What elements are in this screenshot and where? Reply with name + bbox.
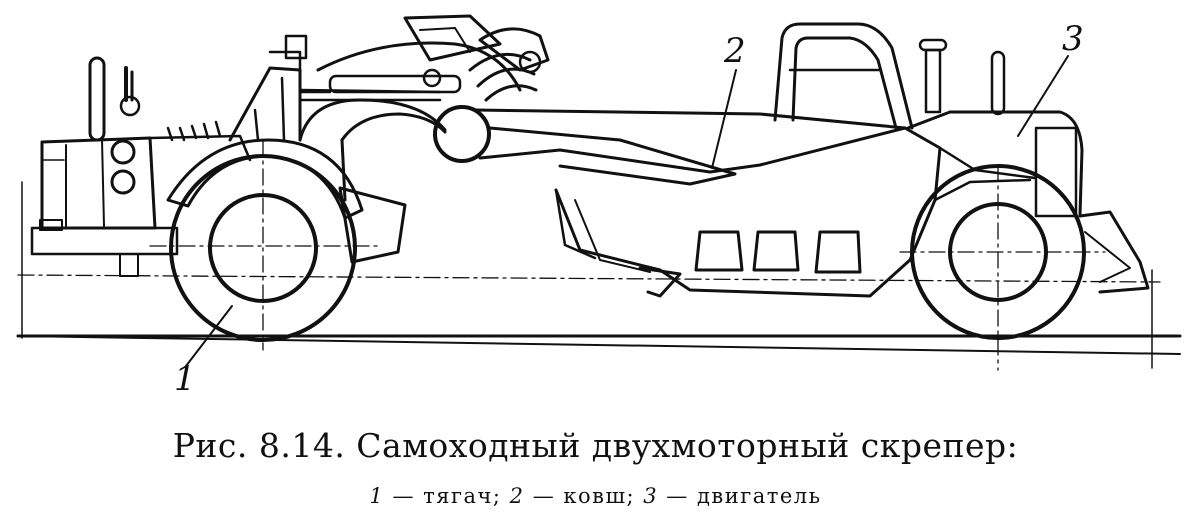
legend-num-1: 1 bbox=[369, 484, 385, 508]
legend-text-1: — тягач; bbox=[384, 484, 510, 508]
callout-1-label: 1 bbox=[174, 359, 196, 399]
caption-legend: 1 — тягач; 2 — ковш; 3 — двигатель bbox=[0, 484, 1191, 508]
rear-wheel bbox=[910, 164, 1086, 340]
tractor-wheel bbox=[169, 154, 357, 342]
legend-num-2: 2 bbox=[509, 484, 525, 508]
bowl bbox=[473, 108, 942, 298]
centerlines bbox=[17, 139, 1161, 371]
legend-text-2: — ковш; bbox=[524, 484, 644, 508]
hydraulic-linkage bbox=[298, 14, 550, 202]
callout-3: 3 bbox=[1017, 19, 1084, 137]
rear-engine bbox=[773, 22, 1150, 340]
callout-1: 1 bbox=[174, 305, 233, 399]
legend-text-3: — двигатель bbox=[658, 484, 822, 508]
tractor bbox=[30, 34, 407, 342]
legend-num-3: 3 bbox=[643, 484, 659, 508]
scraper-drawing: 1 2 3 bbox=[16, 14, 1182, 399]
callout-2: 2 bbox=[711, 31, 746, 169]
callout-2-label: 2 bbox=[723, 31, 746, 71]
dimension-ticks bbox=[21, 181, 1153, 369]
caption-title: Рис. 8.14. Самоходный двухмоторный скреп… bbox=[172, 426, 1019, 465]
callout-3-label: 3 bbox=[1062, 19, 1084, 59]
